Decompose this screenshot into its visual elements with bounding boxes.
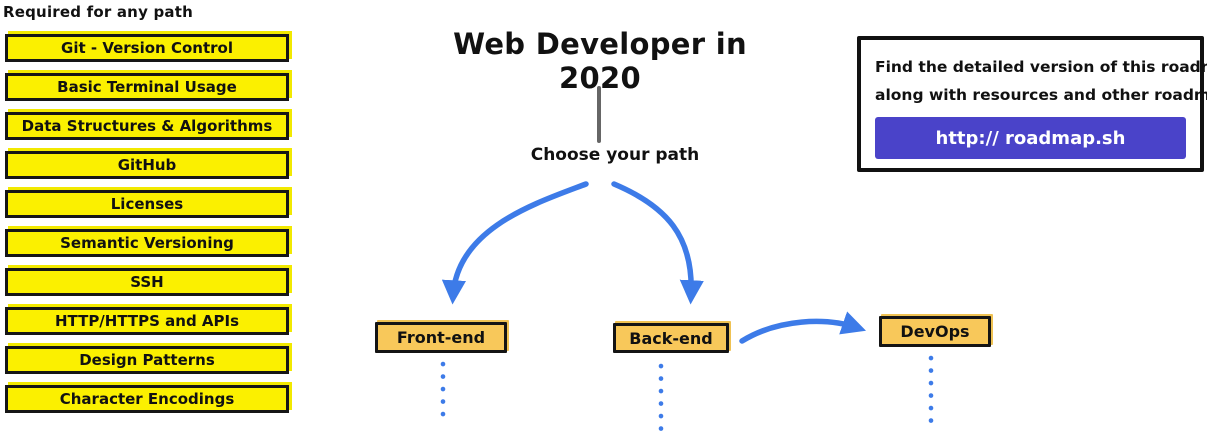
info-line-1: Find the detailed version of this roadma… [875,58,1207,76]
roadmap-url-button[interactable]: http:// roadmap.sh [875,117,1186,159]
path-node-frontend: Front-end [375,322,507,353]
skill-node-licenses: Licenses [5,190,289,218]
arrow-to-frontend [441,181,589,305]
skill-node-encodings: Character Encodings [5,385,289,413]
required-section: Git - Version Control Basic Terminal Usa… [5,34,289,424]
path-node-backend: Back-end [613,323,729,353]
skill-node-http: HTTP/HTTPS and APIs [5,307,289,335]
roadmap-info-panel: Find the detailed version of this roadma… [857,36,1207,172]
info-line-2: along with resources and other roadmaps [875,86,1207,104]
arrow-to-devops [739,311,867,344]
skill-node-terminal: Basic Terminal Usage [5,73,289,101]
skill-node-semver: Semantic Versioning [5,229,289,257]
required-section-heading: Required for any path [3,3,193,21]
skill-node-github: GitHub [5,151,289,179]
skill-node-dsa: Data Structures & Algorithms [5,112,289,140]
page-title: Web Developer in 2020 [453,27,747,95]
skill-node-ssh: SSH [5,268,289,296]
skill-node-git: Git - Version Control [5,34,289,62]
skill-node-design-patterns: Design Patterns [5,346,289,374]
arrow-to-backend [611,181,704,305]
choose-path-label: Choose your path [530,145,700,165]
path-node-devops: DevOps [879,316,991,347]
